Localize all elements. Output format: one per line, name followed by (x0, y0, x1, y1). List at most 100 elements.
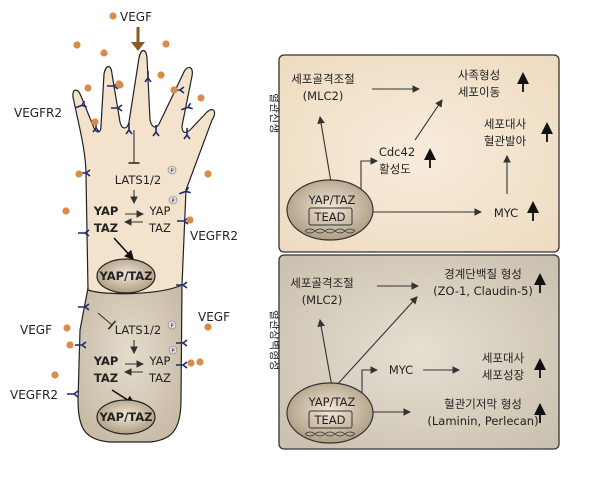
vegfr2-receptor-icon (152, 125, 160, 137)
vegfr2-receptor-icon (181, 102, 193, 111)
tead-box (308, 207, 353, 226)
tead-label: TEAD (313, 210, 345, 224)
vegf-dot (115, 80, 123, 88)
taz-p-label: TAZ (148, 221, 171, 235)
vegfr2-receptor-icon (183, 128, 191, 140)
vegf-dot (157, 71, 165, 79)
tead-box (308, 410, 353, 429)
vegf-dot (66, 341, 74, 349)
vegfr2-receptor-icon (144, 71, 152, 83)
phospho-label: P (171, 199, 174, 205)
cytoskeleton-label: 세포골격조절 (290, 276, 353, 290)
endothelial-cells: VEGF VEGFR2 VEGFR2 VEGF VEGF VEGFR2 LATS… (10, 10, 238, 443)
vegfr2-receptor-icon (78, 303, 90, 311)
vegf-dot (186, 216, 194, 224)
vegfr2-label: VEGFR2 (10, 388, 58, 402)
taz-p-label: TAZ (148, 371, 171, 385)
phospho-icon (167, 165, 177, 175)
vegf-dot (75, 170, 83, 178)
vegf-dot (73, 41, 81, 49)
sprouting-label: 혈관발아 (484, 134, 527, 148)
myc-label: MYC (389, 363, 413, 377)
barrier-panel: 혈관장벽형성 세포골격조절 (MLC2) 경계단백질 형성 (ZO-1, Cla… (268, 254, 560, 450)
tead-label: TEAD (313, 413, 345, 427)
vegf-dot (84, 84, 92, 92)
cytoskeleton-label: 세포골격조절 (291, 72, 354, 86)
vegf-dot (197, 94, 205, 102)
vegfr2-receptor-icon (111, 104, 123, 112)
phospho-icon (168, 195, 178, 205)
basement-proteins-label: (Laminin, Perlecan) (427, 414, 538, 428)
vegf-dot (62, 207, 70, 215)
nucleus (96, 258, 156, 294)
junction-proteins-label: (ZO-1, Claudin-5) (433, 284, 533, 298)
vegfr2-receptor-icon (176, 361, 188, 369)
nucleus (96, 399, 156, 435)
basement-membrane-label: 혈관기저막 형성 (444, 397, 522, 411)
phospho-label: P (170, 169, 173, 175)
vegfr2-receptor-icon (78, 229, 90, 237)
yap-label: YAP (93, 354, 119, 368)
angiogenesis-panel: 혈관신생 세포골격조절 (MLC2) 사족형성 세포이동 세포대사 혈관발아 C… (268, 54, 560, 253)
dna-icon (304, 431, 356, 437)
arrow (317, 318, 333, 388)
vegf-label: VEGF (198, 310, 230, 324)
dna-icon (304, 228, 356, 234)
vegfr2-receptor-icon (75, 100, 87, 109)
vegfr2-receptor-icon (179, 186, 191, 195)
metabolism-label: 세포대사 (484, 117, 527, 131)
filopodia-label: 사족형성 (458, 68, 500, 82)
taz-label: TAZ (94, 371, 118, 385)
arrow (113, 237, 135, 261)
yap-p-label: YAP (149, 204, 171, 218)
vegf-dot (187, 359, 195, 367)
yaptaz-label: YAP/TAZ (308, 395, 356, 409)
mlc2-label: (MLC2) (302, 293, 343, 307)
metabolism-label: 세포대사 (482, 351, 525, 365)
taz-label: TAZ (94, 221, 118, 235)
phospho-label: P (170, 324, 173, 330)
vegf-label-top: VEGF (120, 10, 152, 24)
increase-arrows (424, 72, 553, 221)
vegf-dot (162, 40, 170, 48)
inhibition-arrow (97, 312, 117, 330)
vegfr2-receptor-icon (75, 341, 87, 349)
arrow (334, 296, 418, 388)
vegf-dot (91, 118, 99, 126)
vegf-dot (196, 358, 204, 366)
vegfr2-label: VEGFR2 (14, 106, 62, 120)
arrow (414, 99, 443, 141)
vegf-dot (204, 170, 212, 178)
vegf-dots (51, 12, 212, 379)
receptors (67, 71, 193, 398)
vegf-label: VEGF (20, 323, 52, 337)
vegf-arrow-head (131, 42, 145, 51)
yap-label: YAP (93, 204, 119, 218)
yap-p-label: YAP (149, 354, 171, 368)
phospho-icon (167, 320, 177, 330)
vegfr2-receptor-icon (67, 390, 79, 398)
vegf-dot (204, 323, 212, 331)
vegfr2-receptor-icon (176, 281, 188, 289)
nucleus-label: YAP/TAZ (99, 269, 153, 283)
vegf-dot (63, 324, 71, 332)
vegfr2-receptor-icon (125, 123, 133, 135)
nucleus-label: YAP/TAZ (99, 410, 153, 424)
mlc2-label: (MLC2) (303, 89, 344, 103)
vegf-dot (170, 86, 178, 94)
lats-label: LATS1/2 (115, 323, 161, 337)
growth-label: 세포성장 (482, 368, 525, 382)
vegf-dot (100, 49, 108, 57)
myc-label: MYC (494, 206, 518, 220)
vegf-dot (51, 371, 59, 379)
lats-label: LATS1/2 (115, 173, 161, 187)
migration-label: 세포이동 (458, 85, 500, 99)
vegfr2-receptor-icon (176, 339, 188, 347)
phospho-icon (168, 345, 178, 355)
phospho-label: P (171, 349, 174, 355)
vegf-dot (109, 12, 117, 20)
junction-label: 경계단백질 형성 (444, 267, 522, 281)
vegfr2-label: VEGFR2 (190, 229, 238, 243)
arrow (317, 115, 333, 189)
